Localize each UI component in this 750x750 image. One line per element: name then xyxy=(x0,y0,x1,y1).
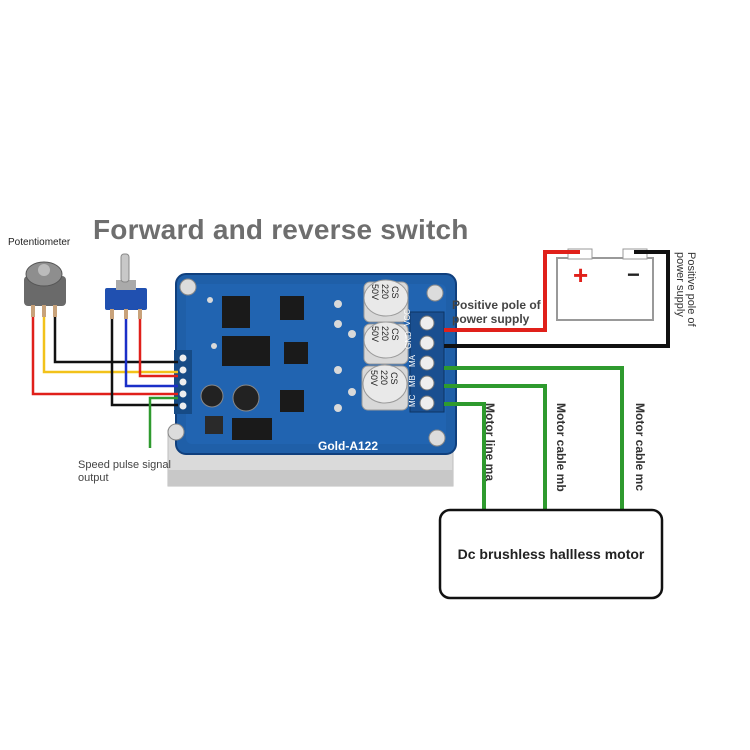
connector-pin xyxy=(179,378,187,386)
connector-pin xyxy=(179,354,187,362)
connector-pin xyxy=(179,402,187,410)
motor-wire-ma xyxy=(444,366,624,510)
cap-top xyxy=(363,321,409,359)
pot-shaft xyxy=(38,264,50,276)
cap-label: CS xyxy=(390,328,400,341)
terminal-screw xyxy=(419,395,435,411)
power-wire-black xyxy=(444,250,670,348)
switch-pin xyxy=(138,309,142,319)
terminal-label-ma: MA xyxy=(408,354,417,367)
pad xyxy=(334,404,342,412)
motor-box xyxy=(438,508,664,600)
pad xyxy=(334,300,342,308)
pad xyxy=(334,366,342,374)
mount-hole xyxy=(167,423,185,441)
motor-wires xyxy=(444,366,624,512)
terminal-label-gnd: GND xyxy=(404,331,413,349)
cap-top xyxy=(362,364,408,404)
pot-wire-red xyxy=(31,317,178,396)
pad xyxy=(211,343,217,349)
small-capacitor xyxy=(232,384,260,412)
ic-chip xyxy=(284,342,308,364)
cap-top xyxy=(363,279,409,317)
terminal-label-mc: MC xyxy=(408,394,417,407)
switch-wire-red xyxy=(138,319,178,378)
cap-label: 50V xyxy=(369,370,379,386)
cap-label: 220 xyxy=(380,284,390,299)
positive-pole-label: Positive pole of power supply xyxy=(452,298,541,326)
potentiometer xyxy=(24,261,66,317)
terminal-screw xyxy=(419,335,435,351)
switch-pin xyxy=(110,309,114,319)
cap-label: CS xyxy=(390,286,400,299)
large-capacitor: CS 220 50V xyxy=(363,321,409,365)
mosfet xyxy=(205,416,223,434)
diagram-title: Forward and reverse switch xyxy=(93,214,469,245)
mount-hole xyxy=(428,429,446,447)
ic-chip xyxy=(222,336,270,366)
cap-label: CS xyxy=(389,372,399,385)
toggle-switch xyxy=(105,253,147,319)
resistor-pads xyxy=(207,297,356,412)
mount-hole xyxy=(179,278,197,296)
potentiometer-label: Potentiometer xyxy=(8,237,71,248)
motor-wire-mb xyxy=(444,384,547,510)
battery-minus-label: − xyxy=(627,262,640,287)
pot-pin xyxy=(42,305,46,317)
pad xyxy=(348,330,356,338)
speed-signal-wire-green xyxy=(148,396,178,448)
terminal-label-mb: MB xyxy=(408,375,417,387)
switch-wire-blue xyxy=(124,319,178,388)
motor-label: Dc brushless hallless motor xyxy=(457,546,645,562)
pot-pin xyxy=(53,305,57,317)
speed-pulse-label: Speed pulse signal output xyxy=(78,459,171,484)
small-capacitor xyxy=(200,384,224,408)
pad xyxy=(334,320,342,328)
heat-sink-shade xyxy=(168,470,453,486)
positive-pole-vertical-label: Positive pole of power supply xyxy=(674,252,697,327)
cap-label: 50V xyxy=(370,326,380,342)
ic-chip xyxy=(222,296,250,328)
motor-cable-mc-label: Motor cable mc xyxy=(633,403,647,492)
switch-pin xyxy=(124,309,128,319)
ic-chip xyxy=(232,418,272,440)
ic-chip xyxy=(280,390,304,412)
battery: + − xyxy=(556,248,654,321)
terminal-screws xyxy=(419,315,435,411)
terminal-screw xyxy=(419,355,435,371)
terminal-label-vcc: VCC xyxy=(403,309,412,326)
pot-pin xyxy=(31,305,35,317)
cap-label: 50V xyxy=(370,284,380,300)
battery-body xyxy=(556,257,654,321)
terminal-screw xyxy=(419,375,435,391)
control-wires xyxy=(31,317,178,448)
cap-label: 220 xyxy=(379,370,389,385)
pot-wire-yellow xyxy=(42,317,178,374)
large-capacitor: CS 220 50V xyxy=(361,364,409,411)
pad xyxy=(207,297,213,303)
cap-label: 220 xyxy=(380,326,390,341)
terminal-screw xyxy=(419,315,435,331)
pot-wire-black xyxy=(53,317,178,364)
switch-lever xyxy=(120,253,130,283)
motor-wire-mc xyxy=(444,402,486,512)
pad xyxy=(348,388,356,396)
motor-line-ma-label: Motor line ma xyxy=(483,403,497,482)
ic-chip xyxy=(280,296,304,320)
connector-pin xyxy=(179,366,187,374)
power-wire-red xyxy=(444,250,580,332)
switch-body xyxy=(105,288,147,310)
large-capacitor: CS 220 50V xyxy=(363,279,409,323)
battery-plus-label: + xyxy=(573,260,588,290)
switch-nut xyxy=(116,280,136,290)
switch-wire-black xyxy=(110,319,178,407)
motor-cable-mb-label: Motor cable mb xyxy=(554,403,568,492)
connector-pin xyxy=(179,390,187,398)
board-model-label: Gold-A122 xyxy=(318,439,378,453)
mount-hole xyxy=(426,284,444,302)
connector-pins xyxy=(179,354,187,410)
